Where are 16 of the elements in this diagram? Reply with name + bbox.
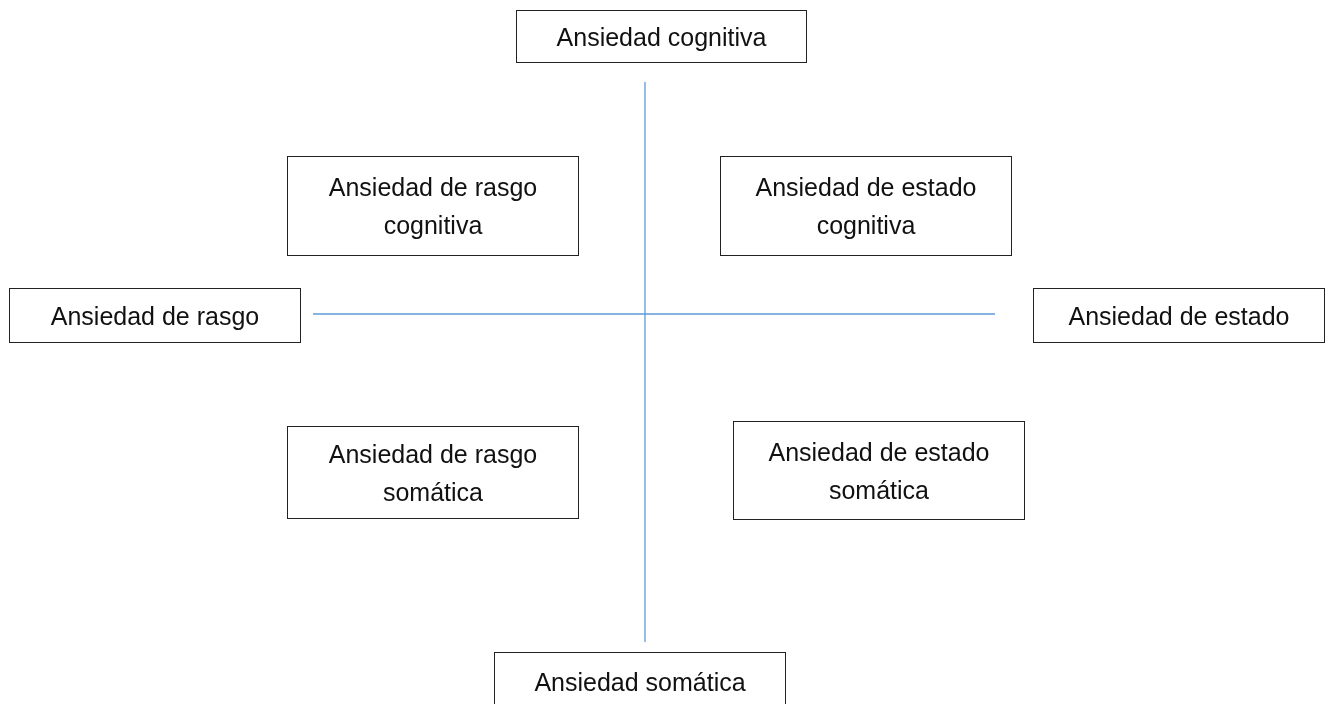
box-label: Ansiedad de rasgo cognitiva (327, 172, 539, 241)
concept-box (494, 652, 786, 704)
concept-box (733, 421, 1025, 520)
box-label: Ansiedad de estado (1067, 300, 1291, 332)
concept-box (9, 288, 301, 343)
box-label: Ansiedad de rasgo (49, 300, 261, 332)
box-label: Ansiedad de rasgo somática (327, 438, 539, 508)
box-label: Ansiedad de estado cognitiva (754, 172, 978, 241)
concept-box (1033, 288, 1325, 343)
concept-box (287, 426, 579, 519)
concept-box (720, 156, 1012, 256)
concept-box (516, 10, 807, 63)
box-label: Ansiedad cognitiva (555, 21, 768, 53)
box-label: Ansiedad de estado somática (767, 436, 991, 506)
box-label: Ansiedad somática (533, 667, 747, 698)
concept-box (287, 156, 579, 256)
